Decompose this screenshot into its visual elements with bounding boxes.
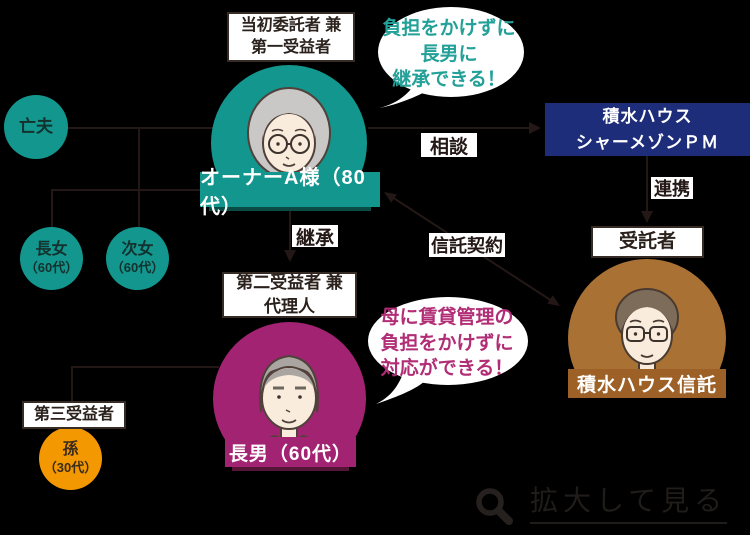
grandchild-name: 孫 bbox=[62, 441, 79, 459]
son-bubble-line3: 対応ができる！ bbox=[380, 358, 514, 380]
magnifier-icon bbox=[476, 488, 513, 525]
son-bubble-line1: 母に賃貸管理の bbox=[380, 307, 514, 328]
succession-arrowhead-icon bbox=[284, 250, 296, 262]
consult-arrowhead-icon bbox=[529, 122, 541, 134]
grandchild-role-text: 第三受益者 bbox=[33, 405, 114, 423]
owner-speech-bubble: 負担をかけずに 長男に 継承できる！ bbox=[370, 3, 528, 109]
owner-role-tag: 当初委託者 兼 第一受益者 bbox=[227, 12, 355, 62]
tree-line-vertical bbox=[138, 127, 140, 191]
grandchild-node: 孫 （30代） bbox=[39, 427, 102, 490]
pm-company-line1: 積水ハウス bbox=[602, 107, 693, 126]
tree-line-drop-daughter1 bbox=[51, 189, 53, 229]
son-banner-shadow bbox=[232, 467, 349, 471]
owner-name-banner: オーナーA様（80代） bbox=[200, 167, 380, 218]
owner-bubble-line2: 長男に bbox=[420, 43, 478, 65]
trustee-role-text: 受託者 bbox=[618, 230, 676, 252]
tree-line-drop-daughter2 bbox=[138, 189, 140, 229]
son-bubble-line2: 負担をかけずに bbox=[380, 332, 514, 354]
son-role-line1: 第二受益者 兼 bbox=[236, 273, 343, 293]
owner-role-line1: 当初委託者 兼 bbox=[240, 16, 342, 34]
second-daughter-node: 次女 （60代） bbox=[106, 227, 169, 290]
cooperate-arrowhead-icon bbox=[641, 211, 653, 223]
owner-role-line2: 第一受益者 bbox=[250, 39, 331, 56]
trust-company-banner: 積水ハウス信託 bbox=[568, 369, 726, 398]
pm-company-box: 積水ハウス シャーメゾンＰＭ bbox=[545, 103, 750, 156]
deceased-husband-node: 亡夫 bbox=[4, 95, 68, 159]
grandchild-age: （30代） bbox=[43, 460, 98, 476]
succession-label: 継承 bbox=[292, 225, 338, 249]
second-daughter-name: 次女 bbox=[121, 241, 154, 259]
son-role-tag: 第二受益者 兼 代理人 bbox=[222, 272, 357, 318]
eldest-daughter-node: 長女 （60代） bbox=[20, 227, 83, 290]
tree-line-children bbox=[51, 189, 202, 191]
owner-bubble-line1: 負担をかけずに bbox=[382, 18, 516, 39]
eldest-daughter-name: 長女 bbox=[35, 241, 68, 259]
cooperate-arrow-line bbox=[646, 156, 648, 214]
pm-company-line2: シャーメゾンＰＭ bbox=[575, 132, 720, 152]
trust-contract-label: 信託契約 bbox=[429, 233, 505, 257]
owner-banner-shadow bbox=[209, 207, 371, 211]
trustee-role-tag: 受託者 bbox=[591, 226, 704, 258]
second-daughter-age: （60代） bbox=[110, 260, 165, 276]
son-name-banner: 長男（60代） bbox=[225, 437, 356, 467]
tree-line-drop-grandchild bbox=[71, 366, 73, 403]
speech-bubble-shape bbox=[368, 297, 528, 404]
grandchild-role-tag: 第三受益者 bbox=[22, 401, 126, 429]
eldest-daughter-age: （60代） bbox=[24, 260, 79, 276]
tree-line-son-grandchild bbox=[71, 366, 219, 368]
succession-arrow-line bbox=[289, 211, 291, 252]
owner-bubble-line3: 継承できる！ bbox=[392, 69, 506, 91]
tree-line-husband-owner bbox=[66, 127, 214, 129]
speech-bubble-shape bbox=[378, 7, 524, 108]
zoom-link[interactable]: 拡大して見る bbox=[474, 485, 728, 528]
consult-arrow-line bbox=[368, 127, 531, 129]
deceased-husband-label: 亡夫 bbox=[19, 117, 53, 137]
son-speech-bubble: 母に賃貸管理の 負担をかけずに 対応ができる！ bbox=[362, 294, 532, 406]
cooperate-label: 連携 bbox=[651, 177, 693, 199]
consult-label: 相談 bbox=[421, 133, 477, 158]
zoom-link-label[interactable]: 拡大して見る bbox=[530, 485, 728, 524]
son-role-line2: 代理人 bbox=[264, 297, 315, 316]
